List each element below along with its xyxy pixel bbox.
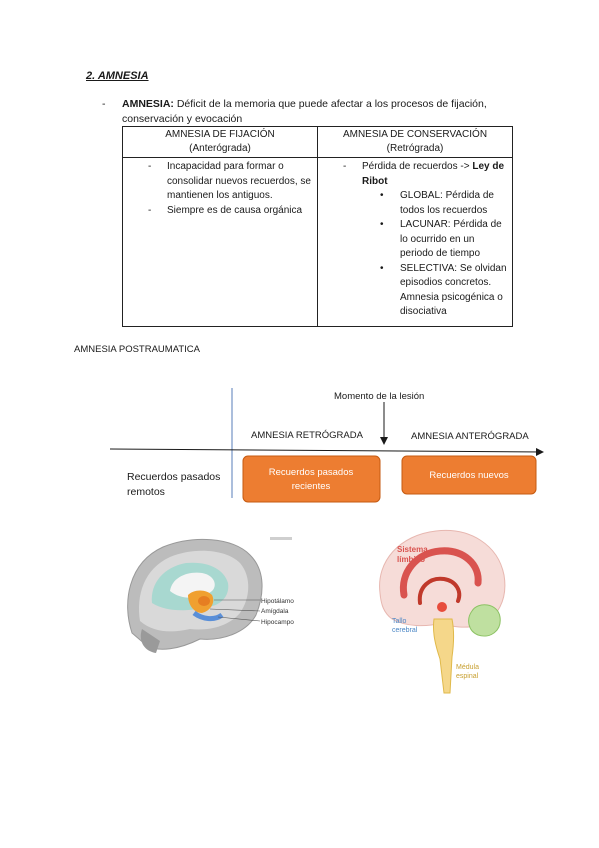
remote-memories-label-1: Recuerdos pasados xyxy=(127,471,220,483)
hippocampus-label: Hipocampo xyxy=(261,619,294,626)
limbic-label-2: límbico xyxy=(397,555,425,564)
recent-memories-box xyxy=(242,455,381,503)
list-item: Siempre es de causa orgánica xyxy=(127,204,313,219)
recent-memories-label-2: recientes xyxy=(292,481,331,492)
amnesia-table: AMNESIA DE FIJACIÓN (Anterógrada) AMNESI… xyxy=(122,126,513,327)
posttraumatic-title: AMNESIA POSTRAUMATICA xyxy=(74,344,200,355)
table-row: Incapacidad para formar o consolidar nue… xyxy=(122,157,513,327)
sub-item-term: SELECTIVA xyxy=(400,262,455,274)
sub-item-text: : Pérdida de todos los recuerdos xyxy=(400,190,494,216)
col1-title: AMNESIA DE FIJACIÓN xyxy=(165,129,275,140)
table-header-row: AMNESIA DE FIJACIÓN (Anterógrada) AMNESI… xyxy=(122,126,513,158)
brainstem-label-2: cerebral xyxy=(392,627,418,634)
sub-item-text: : Se olvidan episodios concretos. Amnesi… xyxy=(400,262,507,318)
col1-cell: Incapacidad para formar o consolidar nue… xyxy=(122,157,318,327)
brainstem-label-1: Tallo xyxy=(392,618,407,625)
definition-term: AMNESIA: xyxy=(122,98,174,110)
sub-list-item-lacunar: LACUNAR: Pérdida de lo ocurrido en un pe… xyxy=(380,218,508,262)
spinal-cord-label-2: espinal xyxy=(456,673,479,680)
bullet-dash: - xyxy=(102,98,106,110)
ribot-law: Ley de Ribot xyxy=(362,161,505,187)
sub-item-term: LACUNAR xyxy=(400,219,448,230)
anterograde-label: AMNESIA ANTERÓGRADA xyxy=(411,431,529,442)
limbic-system-illustration: Sistema límbico Tallo cerebral Médula es… xyxy=(379,529,506,694)
amnesia-timeline-diagram: Momento de la lesión AMNESIA RETRÓGRADA … xyxy=(109,388,544,503)
col2-cell: Pérdida de recuerdos -> Ley de Ribot GLO… xyxy=(317,157,513,327)
sub-list-item-selectiva: SELECTIVA: Se olvidan episodios concreto… xyxy=(380,262,508,320)
definition-text: Déficit de la memoria que puede afectar … xyxy=(122,98,487,125)
injury-moment-label: Momento de la lesión xyxy=(334,391,424,402)
col2-subtitle: (Retrógrada) xyxy=(386,143,444,154)
sub-item-term: GLOBAL xyxy=(400,190,441,201)
col-conservacion-header: AMNESIA DE CONSERVACIÓN (Retrógrada) xyxy=(317,126,513,158)
watermark-logo-icon xyxy=(270,537,292,540)
section-heading: 2. AMNESIA xyxy=(86,70,149,82)
list-item: Pérdida de recuerdos -> Ley de Ribot GLO… xyxy=(322,160,508,320)
retrograde-label: AMNESIA RETRÓGRADA xyxy=(251,430,364,441)
col-fijacion-header: AMNESIA DE FIJACIÓN (Anterógrada) xyxy=(122,126,318,158)
list-item: Incapacidad para formar o consolidar nue… xyxy=(127,160,313,204)
sub-list-item-global: GLOBAL: Pérdida de todos los recuerdos xyxy=(380,189,508,218)
recent-memories-label-1: Recuerdos pasados xyxy=(269,467,354,478)
spinal-cord-label-1: Médula xyxy=(456,664,479,671)
list-item-text: Pérdida de recuerdos -> xyxy=(362,161,473,172)
new-memories-box xyxy=(401,455,537,495)
amnesia-definition: AMNESIA: Déficit de la memoria que puede… xyxy=(122,97,522,127)
brain-cross-section-illustration: Hipotálamo Amígdala Hipocampo xyxy=(127,537,294,653)
sub-item-text: : Pérdida de lo ocurrido en un periodo d… xyxy=(400,219,502,259)
time-axis-arrow xyxy=(109,447,544,456)
hypothalamus-label: Hipotálamo xyxy=(261,598,294,605)
col2-title: AMNESIA DE CONSERVACIÓN xyxy=(342,129,488,140)
new-memories-label: Recuerdos nuevos xyxy=(429,470,508,481)
remote-memories-label-2: remotos xyxy=(127,486,165,498)
col1-subtitle: (Anterógrada) xyxy=(189,143,251,154)
amygdala-label: Amígdala xyxy=(261,608,289,615)
limbic-label-1: Sistema xyxy=(397,545,428,554)
